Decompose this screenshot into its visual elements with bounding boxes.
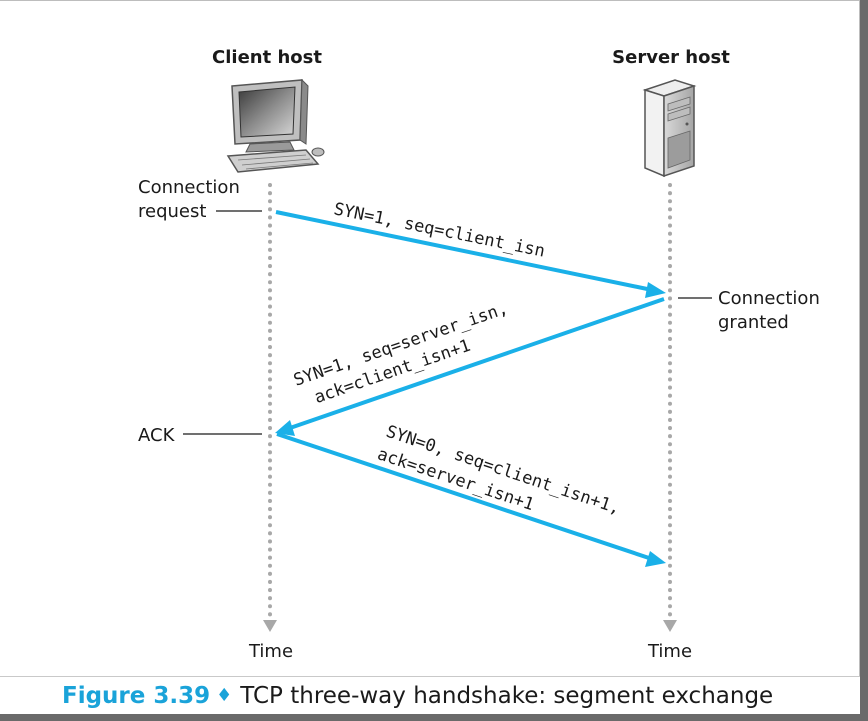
- ack-label: ACK: [138, 425, 262, 446]
- client-host-title: Client host: [212, 47, 322, 68]
- connection-request-label: Connection request: [138, 177, 262, 222]
- caption-text: TCP three-way handshake: segment exchang…: [240, 683, 774, 709]
- client-time-label: Time: [248, 641, 293, 662]
- desktop-computer-icon: [226, 78, 325, 173]
- frame-border-top: [0, 0, 860, 1]
- figure-number: Figure 3.39: [62, 683, 211, 709]
- connection-granted-label: Connection granted: [678, 288, 820, 333]
- syn-arrow: [275, 210, 666, 298]
- server-tower-icon: [642, 79, 697, 178]
- svg-text:granted: granted: [718, 312, 789, 333]
- frame-shadow-bottom: [0, 714, 868, 721]
- syn-ack-message-text: SYN=1, seq=server_isn, ack=client_isn+1: [291, 299, 510, 408]
- server-timeline: [663, 183, 677, 632]
- frame-shadow-right: [860, 0, 868, 721]
- svg-text:request: request: [138, 201, 206, 222]
- svg-text:ACK: ACK: [138, 425, 176, 446]
- client-timeline: [263, 183, 277, 632]
- figure-caption: Figure 3.39♦ TCP three-way handshake: seg…: [62, 683, 773, 709]
- svg-text:Connection: Connection: [718, 288, 820, 309]
- frame-border-right: [859, 0, 860, 676]
- ack-message-text: SYN=0, seq=client_isn+1, ack=server_isn+…: [375, 422, 623, 519]
- ack-arrow: [276, 432, 666, 567]
- server-host-title: Server host: [612, 47, 730, 68]
- caption-separator: [0, 676, 860, 677]
- svg-text:Connection: Connection: [138, 177, 240, 198]
- server-time-label: Time: [647, 641, 692, 662]
- diamond-icon: ♦: [216, 685, 233, 706]
- syn-ack-arrow: [275, 297, 665, 436]
